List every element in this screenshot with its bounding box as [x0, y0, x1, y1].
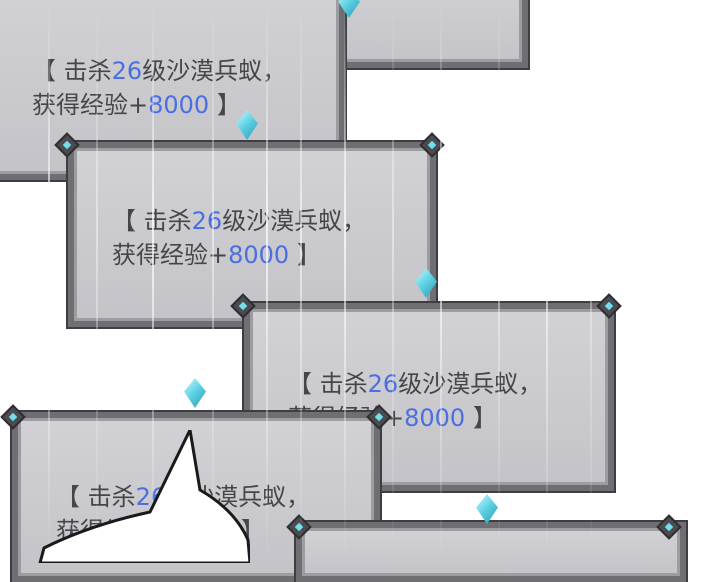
crystal-gem-icon	[184, 378, 206, 408]
rain-streak	[498, 0, 500, 563]
rain-streak	[546, 0, 548, 563]
crystal-gem-icon	[476, 494, 498, 524]
rain-streak	[392, 0, 394, 563]
rain-streak	[212, 0, 214, 563]
notification-panel-top	[328, 0, 530, 70]
notification-panel-2: 【 击杀26级沙漠兵蚁， 获得经验+8000 】	[66, 140, 438, 329]
rain-streak	[48, 0, 50, 563]
speech-bubble	[38, 430, 250, 563]
panel-text: 【 击杀26级沙漠兵蚁， 获得经验+8000 】	[32, 57, 287, 119]
rain-streak	[344, 0, 346, 563]
rain-streak	[266, 0, 268, 563]
rain-streak	[96, 0, 98, 563]
rain-streak	[590, 0, 592, 563]
notification-panel-1: 【 击杀26级沙漠兵蚁， 获得经验+8000 】	[0, 0, 347, 182]
rain-streak	[152, 0, 154, 563]
notification-panel-bottom	[294, 520, 688, 582]
rain-streak	[440, 0, 442, 563]
panel-text: 【 击杀26级沙漠兵蚁， 获得经验+8000 】	[112, 207, 367, 269]
rain-streak	[300, 0, 302, 563]
